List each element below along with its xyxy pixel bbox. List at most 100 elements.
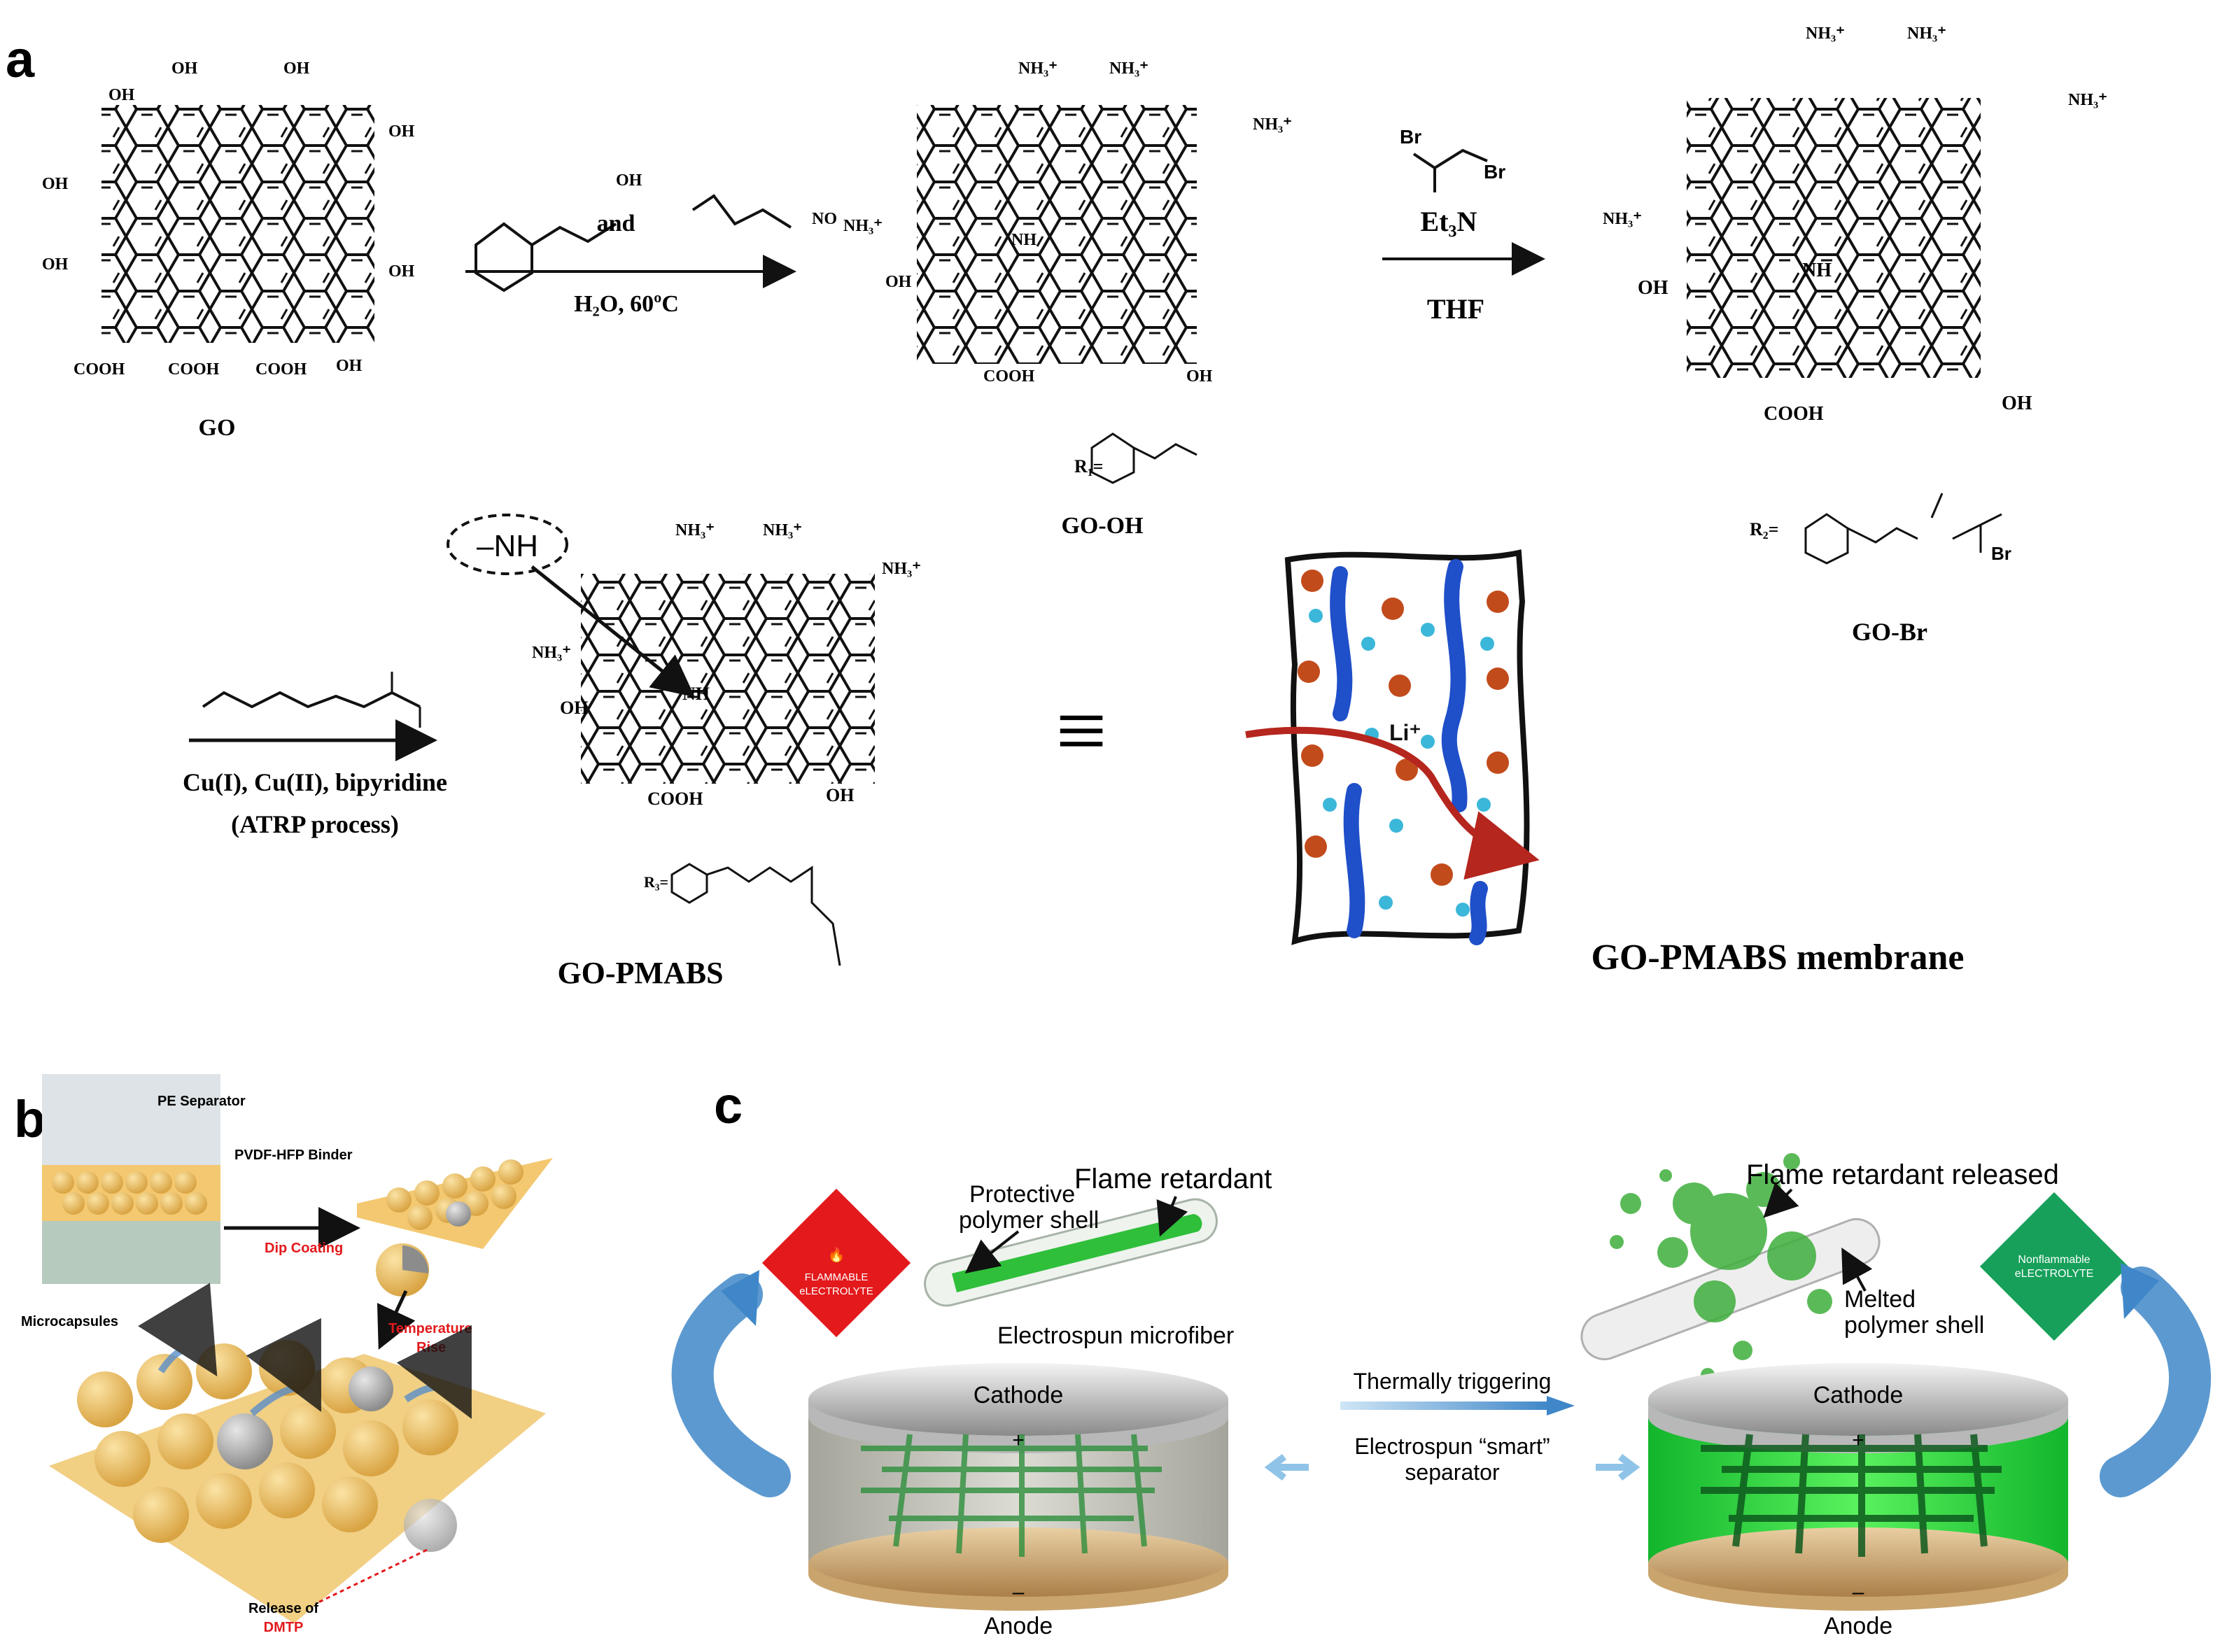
svg-text:NH₃⁺: NH₃⁺ — [1603, 210, 1642, 228]
step2-reagent: Br Br — [1400, 126, 1505, 192]
go-br-r-def: R₂= — [1750, 519, 1778, 539]
svg-text:NH₃⁺: NH₃⁺ — [1109, 59, 1148, 78]
right-plus: + — [1852, 1429, 1864, 1452]
svg-text:NH: NH — [682, 684, 710, 704]
svg-text:NH: NH — [1802, 260, 1832, 281]
svg-text:OH: OH — [1186, 367, 1213, 386]
r1-group — [1090, 432, 1197, 484]
right-cycle-arrow — [2100, 1266, 2211, 1497]
svg-text:OH: OH — [560, 698, 588, 718]
nonflammable-line2: eLECTROLYTE — [2015, 1268, 2094, 1280]
svg-text:OH: OH — [616, 171, 642, 190]
left-cycle-arrowhead — [721, 1270, 759, 1326]
left-cathode-label: Cathode — [974, 1382, 1064, 1409]
svg-text:OH: OH — [171, 59, 198, 78]
go-br-name: GO-Br — [1852, 618, 1927, 646]
svg-text:NH₃⁺: NH₃⁺ — [763, 521, 802, 539]
svg-text:COOH: COOH — [983, 367, 1035, 386]
protective-pointer — [964, 1230, 1020, 1273]
svg-text:OH: OH — [42, 175, 69, 193]
panel-b-label: b — [14, 1090, 45, 1148]
r2-br: Br — [1991, 543, 2011, 564]
microcapsules-label: Microcapsules — [21, 1314, 118, 1329]
r2-group — [1804, 493, 2002, 565]
membrane-name: GO-PMABS membrane — [1592, 938, 1965, 977]
nh-callout-label: –NH — [477, 529, 538, 563]
microfiber — [924, 1198, 1218, 1307]
svg-text:Br: Br — [1400, 126, 1421, 148]
step3-catalyst: Cu(I), Cu(II), bipyridine — [183, 768, 447, 796]
temperature-label: Temperature — [388, 1321, 472, 1336]
equivalence-sign: ≡ — [1055, 681, 1107, 782]
svg-text:COOH: COOH — [647, 789, 703, 809]
right-anode-label: Anode — [1824, 1613, 1892, 1639]
rise-label: Rise — [416, 1340, 446, 1355]
right-cathode-label: Cathode — [1813, 1382, 1904, 1409]
coated-particles — [52, 1171, 207, 1215]
release-label: Release of — [248, 1601, 318, 1616]
protective-line2: polymer shell — [959, 1207, 1099, 1234]
flammable-line2: eLECTROLYTE — [799, 1285, 873, 1297]
svg-text:NH₃⁺: NH₃⁺ — [1907, 24, 1946, 43]
go-structure: OH OH OH OH OH OH OH OH COOH COOH COOH — [42, 59, 415, 379]
nonflammable-diamond — [1979, 1192, 2129, 1341]
svg-text:Br: Br — [1484, 161, 1505, 183]
go-oh-name: GO-OH — [1061, 513, 1143, 539]
svg-text:OH: OH — [108, 86, 135, 104]
svg-text:OH: OH — [388, 122, 415, 141]
flame-retardant-label: Flame retardant — [1074, 1164, 1272, 1194]
smart-separator-line1: Electrospun “smart” — [1354, 1434, 1550, 1459]
step1-and: and — [597, 211, 635, 236]
dip-coating-label: Dip Coating — [265, 1241, 343, 1256]
svg-text:NH₃⁺: NH₃⁺ — [1018, 59, 1058, 78]
go-pmabs-structure: NH₃⁺ NH₃⁺ NH₃⁺ NH₃⁺ OH OH COOH NH — [532, 521, 921, 809]
step1-conditions: H₂O, 60ºC — [574, 291, 679, 317]
step2-solvent: THF — [1427, 293, 1484, 325]
melted-pointer — [1841, 1247, 1873, 1292]
retardant-pointer — [1156, 1196, 1188, 1237]
temperature-arrow — [377, 1290, 416, 1350]
right-double-arrow — [1596, 1454, 1641, 1481]
go-pmabs-name: GO-PMABS — [557, 956, 723, 990]
svg-text:NH₃⁺: NH₃⁺ — [882, 560, 921, 578]
svg-text:COOH: COOH — [168, 360, 220, 379]
flammable-diamond: 🔥 — [761, 1188, 911, 1338]
dmtp-label: DMTP — [264, 1620, 304, 1635]
svg-text:COOH: COOH — [73, 360, 125, 379]
melted-line1: Melted — [1844, 1286, 1916, 1313]
triggered-sheet — [49, 1283, 546, 1623]
svg-text:COOH: COOH — [1764, 403, 1824, 425]
li-ion-label: Li⁺ — [1389, 720, 1421, 745]
binder-label: PVDF-HFP Binder — [234, 1148, 353, 1163]
left-cycle-arrow — [671, 1273, 791, 1497]
pe-separator-label: PE Separator — [157, 1094, 246, 1109]
left-double-arrow — [1264, 1454, 1309, 1481]
svg-text:OH: OH — [885, 273, 912, 291]
right-minus: – — [1853, 1581, 1864, 1604]
svg-text:NH₃⁺: NH₃⁺ — [2068, 91, 2107, 109]
thermal-arrowhead — [1547, 1396, 1575, 1416]
melted-line2: polymer shell — [1844, 1312, 1984, 1339]
svg-text:OH: OH — [388, 262, 415, 281]
smart-separator-line2: separator — [1405, 1460, 1500, 1485]
go-pmabs-r-def: R₃= — [644, 873, 668, 891]
svg-text:OH: OH — [336, 357, 363, 375]
svg-text:OH: OH — [42, 255, 69, 274]
svg-text:OH: OH — [2002, 393, 2032, 414]
right-battery — [1648, 1363, 2068, 1611]
go-name: GO — [199, 415, 236, 441]
svg-text:NH₃⁺: NH₃⁺ — [675, 521, 715, 539]
released-label: Flame retardant released — [1746, 1159, 2059, 1190]
r3-group — [670, 863, 841, 966]
svg-text:NH₃⁺: NH₃⁺ — [1806, 24, 1845, 43]
nonflammable-line1: Nonflammable — [2018, 1254, 2090, 1266]
released-pointer — [1763, 1182, 1799, 1218]
left-plus: + — [1012, 1429, 1025, 1452]
go-br-structure: NH₃⁺ NH₃⁺ NH₃⁺ NH₃⁺ OH OH COOH NH — [1603, 24, 2107, 425]
svg-text:NO: NO — [812, 210, 837, 228]
step2-base: Et₃N — [1421, 206, 1477, 237]
svg-text:COOH: COOH — [255, 360, 307, 379]
thermal-arrow — [1340, 1402, 1550, 1410]
membrane-schematic — [1245, 549, 1540, 945]
